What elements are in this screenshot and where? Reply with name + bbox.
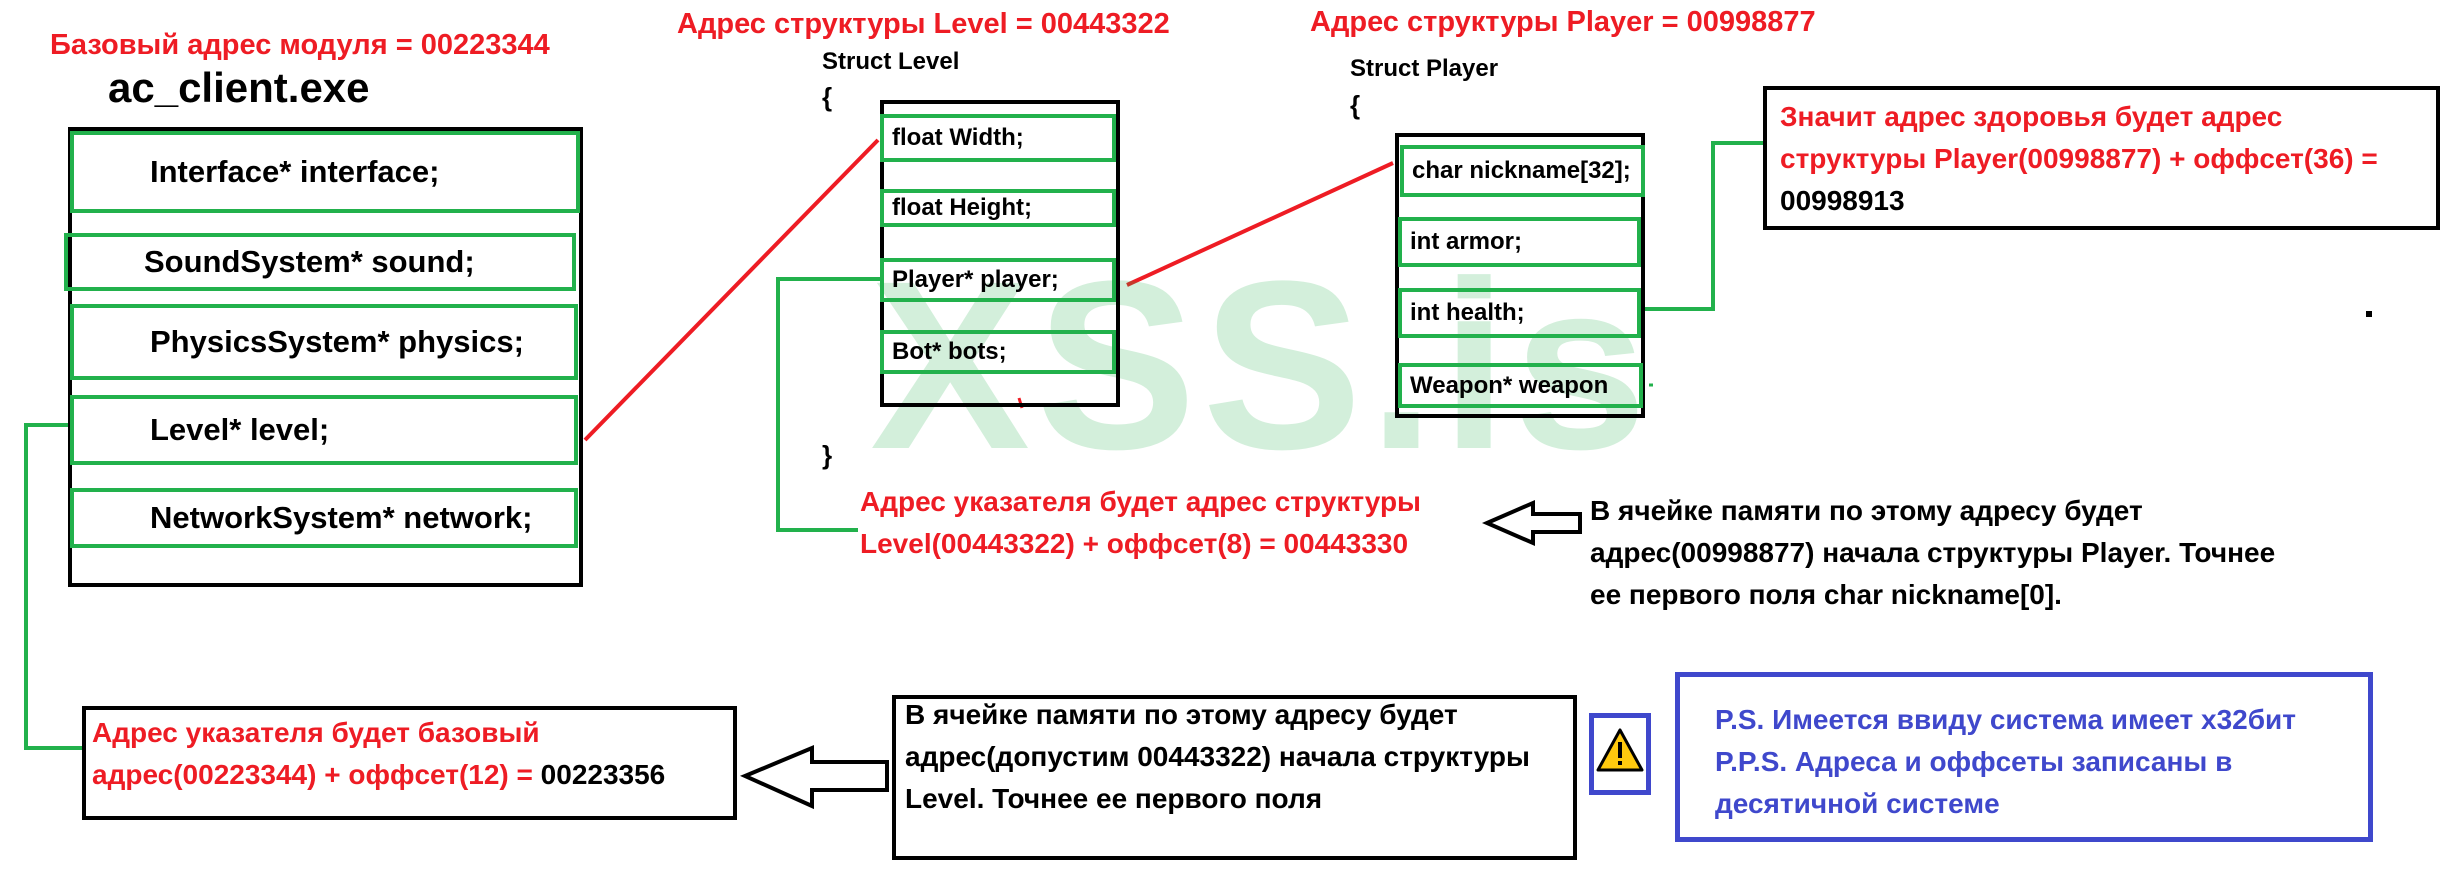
level-field-height: float Height; bbox=[880, 189, 1116, 227]
player-field-nickname: char nickname[32]; bbox=[1400, 145, 1645, 197]
level-memory-box bbox=[892, 695, 1577, 860]
player-field-armor: int armor; bbox=[1398, 217, 1641, 267]
level-field-player: Player* player; bbox=[880, 258, 1116, 302]
level-field-bots: Bot* bots; bbox=[880, 330, 1116, 374]
player-field-weapon: Weapon* weapon bbox=[1398, 363, 1643, 408]
module-pointer-value: 00223356 bbox=[540, 759, 666, 790]
green-bracket-health bbox=[1643, 141, 1763, 311]
player-struct-title: Struct Player bbox=[1350, 55, 1499, 82]
player-struct-address-title: Адрес структуры Player = 00998877 bbox=[1310, 6, 1816, 38]
level-struct-address-title: Адрес структуры Level = 00443322 bbox=[677, 8, 1170, 40]
left-arrow-icon bbox=[1481, 499, 1582, 547]
player-memory-note: В ячейке памяти по этому адресу будет ад… bbox=[1590, 495, 2276, 610]
ps-box bbox=[1675, 672, 2373, 842]
left-arrow-icon bbox=[739, 744, 889, 810]
health-note-value: 00998913 bbox=[1780, 185, 1905, 216]
player-field-health: int health; bbox=[1398, 288, 1641, 338]
player-open-brace: { bbox=[1350, 90, 1361, 120]
green-bracket-level-pointer bbox=[776, 277, 880, 532]
module-pointer-box bbox=[82, 706, 737, 820]
level-field-width: float Width; bbox=[880, 114, 1116, 162]
health-note: Значит адрес здоровья будет адрес структ… bbox=[1780, 96, 2435, 222]
warning-icon bbox=[1596, 728, 1644, 772]
red-line-level-to-struct bbox=[583, 138, 880, 442]
warning-icon-frame bbox=[1589, 713, 1651, 795]
ps-text: P.S. Имеется ввиду система имеет x32бит bbox=[1715, 704, 2296, 735]
health-note-box bbox=[1763, 86, 2440, 230]
level-close-brace: } bbox=[822, 440, 833, 470]
health-note-text: Значит адрес здоровья будет адрес структ… bbox=[1780, 101, 2378, 174]
module-field-physics: PhysicsSystem* physics; bbox=[70, 304, 578, 380]
green-bracket-module-pointer bbox=[24, 423, 84, 750]
level-pointer-note: Адрес указателя будет адрес структуры Le… bbox=[860, 486, 1421, 559]
ps-notes: P.S. Имеется ввиду система имеет x32бит … bbox=[1715, 699, 2355, 825]
module-pointer-text: Адрес указателя будет базовый адрес(0022… bbox=[92, 717, 540, 790]
module-name: ac_client.exe bbox=[108, 64, 370, 111]
module-field-network: NetworkSystem* network; bbox=[70, 488, 578, 548]
module-pointer-note: Адрес указателя будет базовый адрес(0022… bbox=[92, 712, 732, 796]
module-field-level: Level* level; bbox=[70, 395, 578, 465]
small-square-mark bbox=[2366, 311, 2372, 317]
level-open-brace: { bbox=[822, 82, 833, 112]
level-struct-title: Struct Level bbox=[822, 48, 960, 75]
module-field-sound: SoundSystem* sound; bbox=[64, 233, 576, 291]
module-field-interface: Interface* interface; bbox=[70, 131, 580, 213]
module-base-title: Базовый адрес модуля = 00223344 bbox=[50, 29, 550, 61]
level-struct-box bbox=[880, 100, 1120, 407]
red-line-player-to-struct bbox=[1126, 161, 1394, 287]
level-memory-note: В ячейке памяти по этому адресу будет ад… bbox=[905, 699, 1530, 814]
player-struct-box bbox=[1395, 133, 1645, 418]
pps-text: P.P.S. Адреса и оффсеты записаны в десят… bbox=[1715, 746, 2233, 819]
